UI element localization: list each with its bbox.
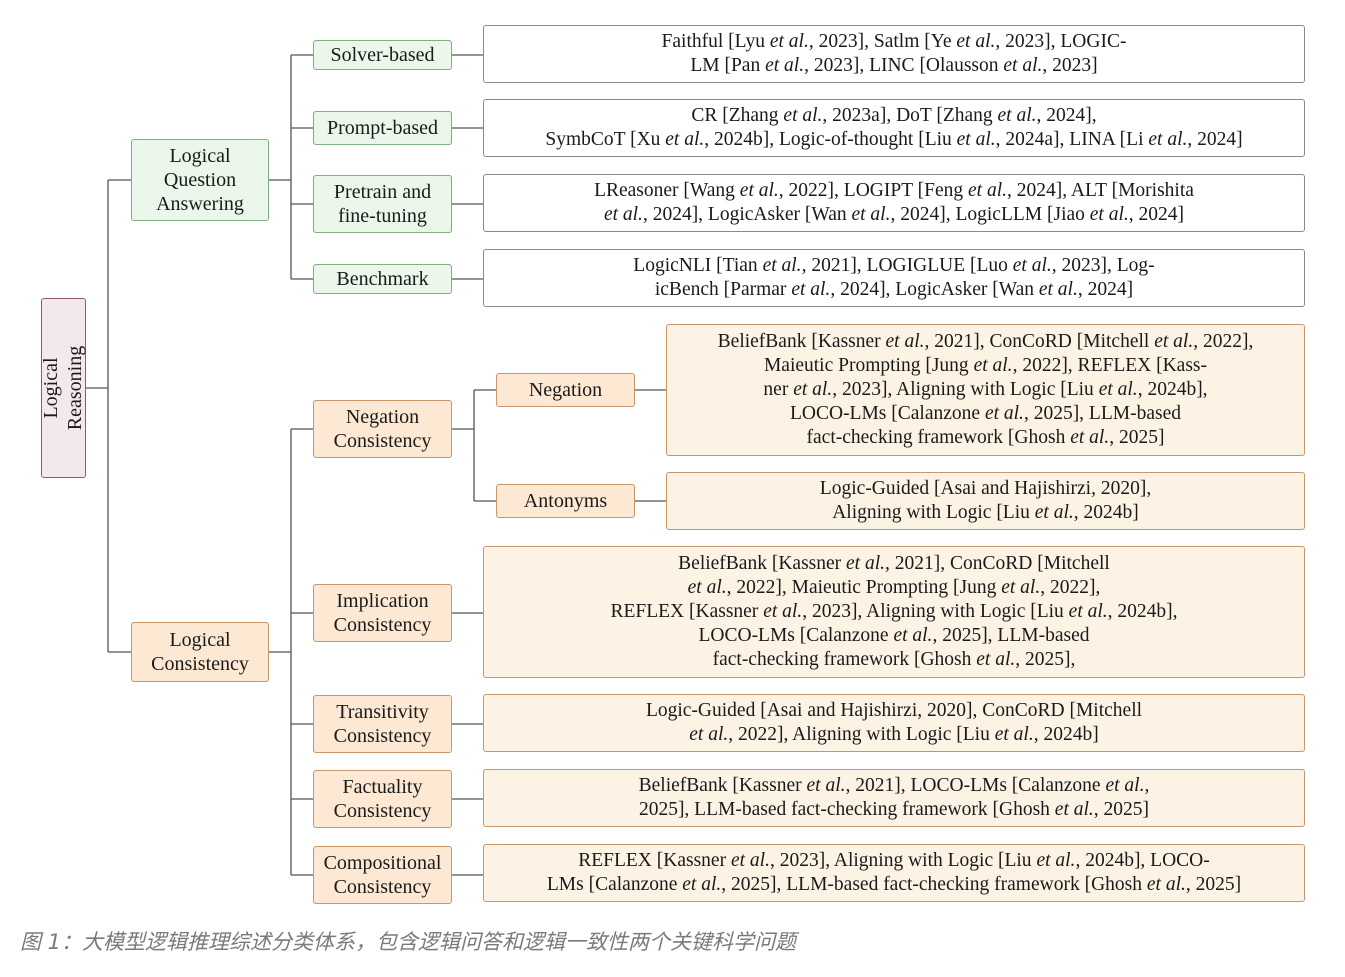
leaf-node-l-prompt-label: CR [Zhang et al., 2023a], DoT [Zhang et … [545, 105, 1243, 150]
leaf-node-l-comp-label: REFLEX [Kassner et al., 2023], Aligning … [546, 850, 1242, 895]
leaf-node-l-fact: BeliefBank [Kassner et al., 2021], LOCO-… [483, 769, 1305, 827]
category-node-negc: Negation Consistency [313, 400, 452, 458]
category-node-factc: Factuality Consistency [313, 770, 452, 828]
leaf-node-l-pretrain: LReasoner [Wang et al., 2022], LOGIPT [F… [483, 174, 1305, 232]
category-node-impc: Implication Consistency [313, 584, 452, 642]
category-node-bench-label: Benchmark [336, 268, 429, 290]
leaf-node-l-solver: Faithful [Lyu et al., 2023], Satlm [Ye e… [483, 25, 1305, 83]
category-node-compc-label: Compositional Consistency [323, 852, 442, 898]
category-node-factc-label: Factuality Consistency [333, 776, 432, 822]
category-node-prompt: Prompt-based [313, 111, 452, 145]
leaf-node-l-bench: LogicNLI [Tian et al., 2021], LOGIGLUE [… [483, 249, 1305, 307]
subcategory-node-ant: Antonyms [496, 484, 635, 518]
branch-node-lc-label: Logical Consistency [151, 629, 249, 675]
subcategory-node-ant-label: Antonyms [523, 490, 608, 512]
category-node-impc-label: Implication Consistency [333, 590, 432, 636]
leaf-node-l-tran: Logic-Guided [Asai and Hajishirzi, 2020]… [483, 694, 1305, 752]
category-node-compc: Compositional Consistency [313, 846, 452, 904]
leaf-node-l-solver-label: Faithful [Lyu et al., 2023], Satlm [Ye e… [661, 31, 1127, 76]
branch-node-lqa: Logical Question Answering [131, 139, 269, 221]
category-node-tranc-label: Transitivity Consistency [333, 701, 432, 747]
branch-node-lqa-label: Logical Question Answering [156, 145, 244, 215]
leaf-node-l-fact-label: BeliefBank [Kassner et al., 2021], LOCO-… [638, 775, 1150, 820]
leaf-node-l-prompt: CR [Zhang et al., 2023a], DoT [Zhang et … [483, 99, 1305, 157]
leaf-node-l-pretrain-label: LReasoner [Wang et al., 2022], LOGIPT [F… [594, 180, 1194, 225]
root-node-logical-reasoning-label: Logical Reasoning [40, 345, 87, 431]
leaf-node-l-ant-label: Logic-Guided [Asai and Hajishirzi, 2020]… [819, 478, 1152, 523]
figure-caption: 图 1：大模型逻辑推理综述分类体系，包含逻辑问答和逻辑一致性两个关键科学问题 [20, 930, 797, 954]
category-node-solver: Solver-based [313, 40, 452, 70]
category-node-prompt-label: Prompt-based [326, 117, 439, 139]
leaf-node-l-tran-label: Logic-Guided [Asai and Hajishirzi, 2020]… [645, 700, 1143, 745]
category-node-bench: Benchmark [313, 264, 452, 294]
leaf-node-l-bench-label: LogicNLI [Tian et al., 2021], LOGIGLUE [… [633, 255, 1155, 300]
category-node-pretrain: Pretrain and fine-tuning [313, 175, 452, 233]
category-node-solver-label: Solver-based [330, 44, 435, 66]
subcategory-node-neg-label: Negation [528, 379, 603, 401]
category-node-tranc: Transitivity Consistency [313, 695, 452, 753]
subcategory-node-neg: Negation [496, 373, 635, 407]
leaf-node-l-ant: Logic-Guided [Asai and Hajishirzi, 2020]… [666, 472, 1305, 530]
category-node-negc-label: Negation Consistency [333, 406, 432, 452]
leaf-node-l-neg: BeliefBank [Kassner et al., 2021], ConCo… [666, 324, 1305, 456]
branch-node-lc: Logical Consistency [131, 622, 269, 682]
leaf-node-l-imp: BeliefBank [Kassner et al., 2021], ConCo… [483, 546, 1305, 678]
leaf-node-l-imp-label: BeliefBank [Kassner et al., 2021], ConCo… [610, 553, 1178, 670]
leaf-node-l-neg-label: BeliefBank [Kassner et al., 2021], ConCo… [717, 331, 1254, 448]
category-node-pretrain-label: Pretrain and fine-tuning [333, 181, 432, 227]
leaf-node-l-comp: REFLEX [Kassner et al., 2023], Aligning … [483, 844, 1305, 902]
root-node-logical-reasoning: Logical Reasoning [40, 298, 87, 478]
